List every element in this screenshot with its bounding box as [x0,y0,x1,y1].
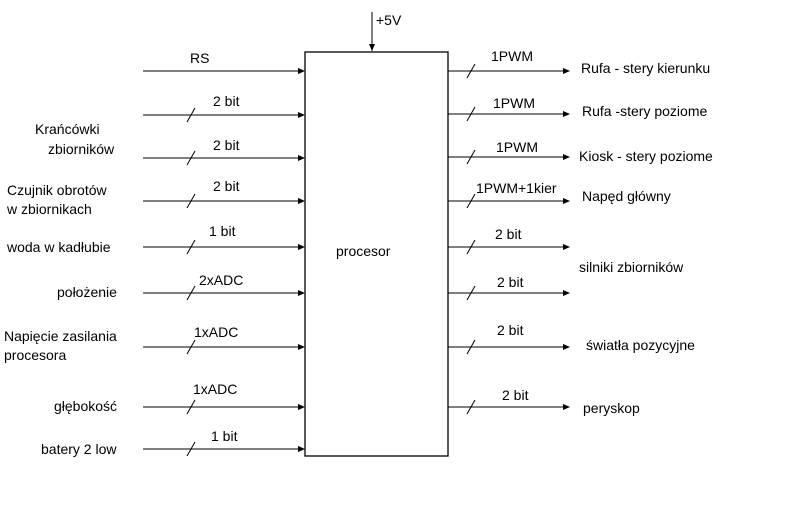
output-bus-label-1: 1PWM [491,48,533,64]
output-label-sail-planes: Kiosk - stery poziome [579,148,713,164]
output-bus-label-5: 2 bit [495,226,522,242]
input-label-rs: RS [190,50,209,66]
output-bus-slash-1 [466,63,476,79]
output-label-rudder: Rufa - stery kierunku [581,60,710,76]
output-arrowhead-3 [563,154,570,160]
output-bus-label-6: 2 bit [497,274,524,290]
output-arrowhead-5 [563,244,570,250]
output-bus-slash-6 [466,285,476,301]
output-bus-slash-4 [466,193,476,209]
supply-label: +5V [376,12,402,28]
input-arrowhead-9 [298,446,305,452]
input-label-rpm-sensor-2: w zbiornikach [6,201,92,217]
output-bus-slash-3 [466,149,476,165]
input-arrowhead-4 [298,198,305,204]
input-arrowhead-6 [298,290,305,296]
input-bus-label-5: 1 bit [209,223,236,239]
processor-label: procesor [336,243,391,259]
input-bus-slash-2 [186,107,196,123]
input-arrowhead-8 [298,404,305,410]
input-bus-slash-3 [186,150,196,166]
input-bus-label-3: 2 bit [213,137,240,153]
output-label-stern-planes: Rufa -stery poziome [582,103,707,119]
output-bus-slash-5 [466,239,476,255]
input-bus-label-6: 2xADC [199,272,243,288]
input-bus-slash-9 [186,441,196,457]
output-arrowhead-1 [563,68,570,74]
input-arrowhead-7 [298,344,305,350]
input-bus-label-4: 2 bit [213,178,240,194]
signal-lines [143,63,570,457]
input-label-cpu-voltage-2: procesora [4,347,66,363]
input-bus-slash-7 [186,339,196,355]
output-arrowhead-7 [563,344,570,350]
output-bus-label-2: 1PWM [493,95,535,111]
input-bus-slash-6 [186,285,196,301]
input-bus-slash-5 [186,239,196,255]
input-bus-label-9: 1 bit [211,428,238,444]
output-bus-slash-7 [466,339,476,355]
input-arrowhead-1 [298,68,305,74]
input-label-rpm-sensor-1: Czujnik obrotów [7,182,107,198]
input-arrowhead-2 [298,112,305,118]
output-arrowhead-4 [563,198,570,204]
input-bus-label-8: 1xADC [193,381,237,397]
processor-block [304,51,449,457]
input-label-limit-switches-2: zbiorników [48,141,115,157]
output-bus-slash-8 [466,399,476,415]
output-label-main-drive: Napęd główny [582,188,671,204]
output-arrowhead-6 [563,290,570,296]
input-label-position: położenie [57,284,117,300]
input-label-battery-low: batery 2 low [41,441,117,457]
output-bus-label-3: 1PWM [496,139,538,155]
input-bus-label-2: 2 bit [213,93,240,109]
input-arrowhead-5 [298,244,305,250]
input-label-limit-switches-1: Krańcówki [35,121,100,137]
output-bus-label-8: 2 bit [502,387,529,403]
output-label-periscope: peryskop [583,400,640,416]
input-bus-slash-8 [186,399,196,415]
output-bus-slash-2 [466,106,476,122]
output-arrowhead-8 [563,404,570,410]
input-bus-label-7: 1xADC [194,324,238,340]
output-arrowhead-2 [563,111,570,117]
output-bus-label-4: 1PWM+1kier [476,180,557,196]
output-label-position-lights: światła pozycyjne [586,337,695,353]
input-arrowhead-3 [298,155,305,161]
input-label-cpu-voltage-1: Napięcie zasilania [4,328,117,344]
input-label-hull-water: woda w kadłubie [6,239,111,255]
input-bus-slash-4 [186,193,196,209]
supply-arrowhead [369,44,375,51]
input-label-depth: głębokość [54,398,117,414]
output-label-tank-motors: silniki zbiorników [579,259,684,275]
output-bus-label-7: 2 bit [497,322,524,338]
